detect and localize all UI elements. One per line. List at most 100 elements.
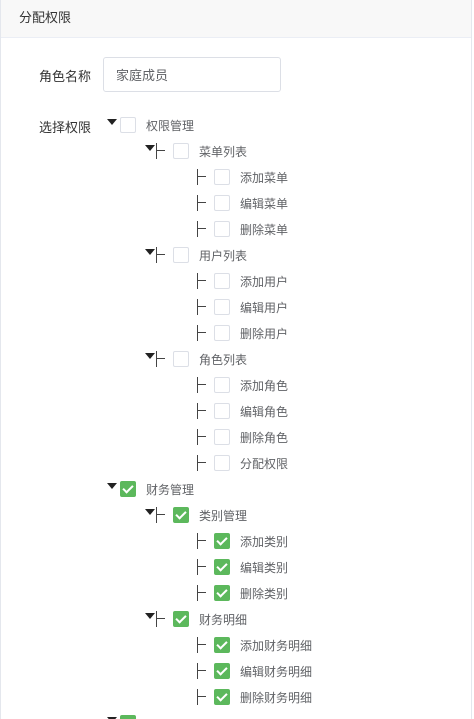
checkbox-icon[interactable]	[214, 403, 230, 419]
tree-node-label: 编辑用户	[240, 300, 289, 315]
tree-node-label: 删除角色	[240, 430, 289, 445]
tree-leaf-node[interactable]: 删除财务明细	[197, 687, 312, 707]
tree-connector-icon	[197, 273, 207, 289]
checkbox-icon[interactable]	[173, 611, 189, 627]
checkbox-icon[interactable]	[214, 585, 230, 601]
panel-title: 分配权限	[1, 0, 471, 38]
tree-connector-icon	[197, 377, 207, 393]
checkbox-icon[interactable]	[120, 481, 136, 497]
tree-node[interactable]: 用户列表	[145, 245, 247, 265]
checkbox-icon[interactable]	[214, 221, 230, 237]
tree-leaf-node[interactable]: 分配权限	[197, 453, 288, 473]
tree-connector-icon	[197, 637, 207, 653]
caret-down-icon[interactable]	[145, 509, 155, 515]
tree-leaf-node[interactable]: 删除用户	[197, 323, 288, 343]
tree-leaf-node[interactable]: 编辑用户	[197, 297, 288, 317]
tree-connector-icon	[197, 299, 207, 315]
role-name-label: 角色名称	[39, 70, 92, 85]
tree-node-label: 用户列表	[199, 248, 248, 263]
tree-node-label: 编辑类别	[240, 560, 289, 575]
tree-connector-icon	[156, 247, 166, 263]
checkbox-icon[interactable]	[173, 247, 189, 263]
tree-connector-icon	[197, 533, 207, 549]
checkbox-icon[interactable]	[214, 429, 230, 445]
tree-node-label: 添加类别	[240, 534, 289, 549]
checkbox-icon[interactable]	[173, 143, 189, 159]
tree-connector-icon	[197, 689, 207, 705]
tree-connector-icon	[197, 195, 207, 211]
tree-node-label: 添加菜单	[240, 170, 289, 185]
tree-connector-icon	[197, 663, 207, 679]
permissions-label: 选择权限	[39, 121, 92, 136]
tree-leaf-node[interactable]: 添加用户	[197, 271, 288, 291]
tree-node-label: 财务管理	[146, 482, 195, 497]
caret-down-icon[interactable]	[107, 717, 117, 719]
checkbox-icon[interactable]	[214, 455, 230, 471]
tree-connector-icon	[197, 169, 207, 185]
tree-node[interactable]: 菜单列表	[145, 141, 247, 161]
tree-leaf-node[interactable]: 添加类别	[197, 531, 288, 551]
checkbox-icon[interactable]	[173, 351, 189, 367]
tree-connector-icon	[197, 429, 207, 445]
tree-leaf-node[interactable]: 编辑财务明细	[197, 661, 312, 681]
tree-node-label: 分配权限	[240, 456, 289, 471]
tree-connector-icon	[197, 325, 207, 341]
tree-node-label: 添加财务明细	[240, 638, 313, 653]
tree-node-label: 删除用户	[240, 326, 289, 341]
tree-node-label: 角色列表	[199, 352, 248, 367]
checkbox-icon[interactable]	[214, 299, 230, 315]
tree-leaf-node[interactable]: 添加菜单	[197, 167, 288, 187]
tree-leaf-node[interactable]: 编辑类别	[197, 557, 288, 577]
tree-connector-icon	[156, 507, 166, 523]
tree-node-label: 删除类别	[240, 586, 289, 601]
checkbox-icon[interactable]	[173, 507, 189, 523]
checkbox-icon[interactable]	[214, 377, 230, 393]
tree-connector-icon	[197, 221, 207, 237]
tree-connector-icon	[197, 455, 207, 471]
tree-node[interactable]: 类别管理	[145, 505, 247, 525]
tree-leaf-node[interactable]: 删除角色	[197, 427, 288, 447]
tree-node[interactable]: 角色列表	[145, 349, 247, 369]
tree-leaf-node[interactable]: 编辑角色	[197, 401, 288, 421]
checkbox-icon[interactable]	[214, 663, 230, 679]
checkbox-icon[interactable]	[214, 325, 230, 341]
tree-node-label: 编辑角色	[240, 404, 289, 419]
tree-node[interactable]	[107, 713, 146, 719]
checkbox-icon[interactable]	[120, 715, 136, 719]
tree-node-label: 权限管理	[146, 118, 195, 133]
tree-leaf-node[interactable]: 删除菜单	[197, 219, 288, 239]
checkbox-icon[interactable]	[120, 117, 136, 133]
checkbox-icon[interactable]	[214, 637, 230, 653]
checkbox-icon[interactable]	[214, 559, 230, 575]
tree-node-label: 添加角色	[240, 378, 289, 393]
tree-node-label: 删除菜单	[240, 222, 289, 237]
tree-leaf-node[interactable]: 添加角色	[197, 375, 288, 395]
tree-leaf-node[interactable]: 删除类别	[197, 583, 288, 603]
caret-down-icon[interactable]	[107, 483, 117, 489]
tree-connector-icon	[156, 143, 166, 159]
tree-node-label: 类别管理	[199, 508, 248, 523]
checkbox-icon[interactable]	[214, 169, 230, 185]
tree-node-label: 编辑菜单	[240, 196, 289, 211]
tree-node-label: 添加用户	[240, 274, 289, 289]
caret-down-icon[interactable]	[145, 613, 155, 619]
role-name-input[interactable]	[103, 57, 281, 92]
checkbox-icon[interactable]	[214, 689, 230, 705]
checkbox-icon[interactable]	[214, 533, 230, 549]
tree-leaf-node[interactable]: 添加财务明细	[197, 635, 312, 655]
tree-connector-icon	[156, 611, 166, 627]
caret-down-icon[interactable]	[145, 145, 155, 151]
tree-node[interactable]: 权限管理	[107, 115, 194, 135]
tree-node-label: 财务明细	[199, 612, 248, 627]
tree-node[interactable]: 财务管理	[107, 479, 194, 499]
tree-connector-icon	[197, 559, 207, 575]
caret-down-icon[interactable]	[145, 353, 155, 359]
tree-leaf-node[interactable]: 编辑菜单	[197, 193, 288, 213]
caret-down-icon[interactable]	[145, 249, 155, 255]
caret-down-icon[interactable]	[107, 119, 117, 125]
checkbox-icon[interactable]	[214, 195, 230, 211]
tree-node[interactable]: 财务明细	[145, 609, 247, 629]
tree-node-label: 编辑财务明细	[240, 664, 313, 679]
checkbox-icon[interactable]	[214, 273, 230, 289]
